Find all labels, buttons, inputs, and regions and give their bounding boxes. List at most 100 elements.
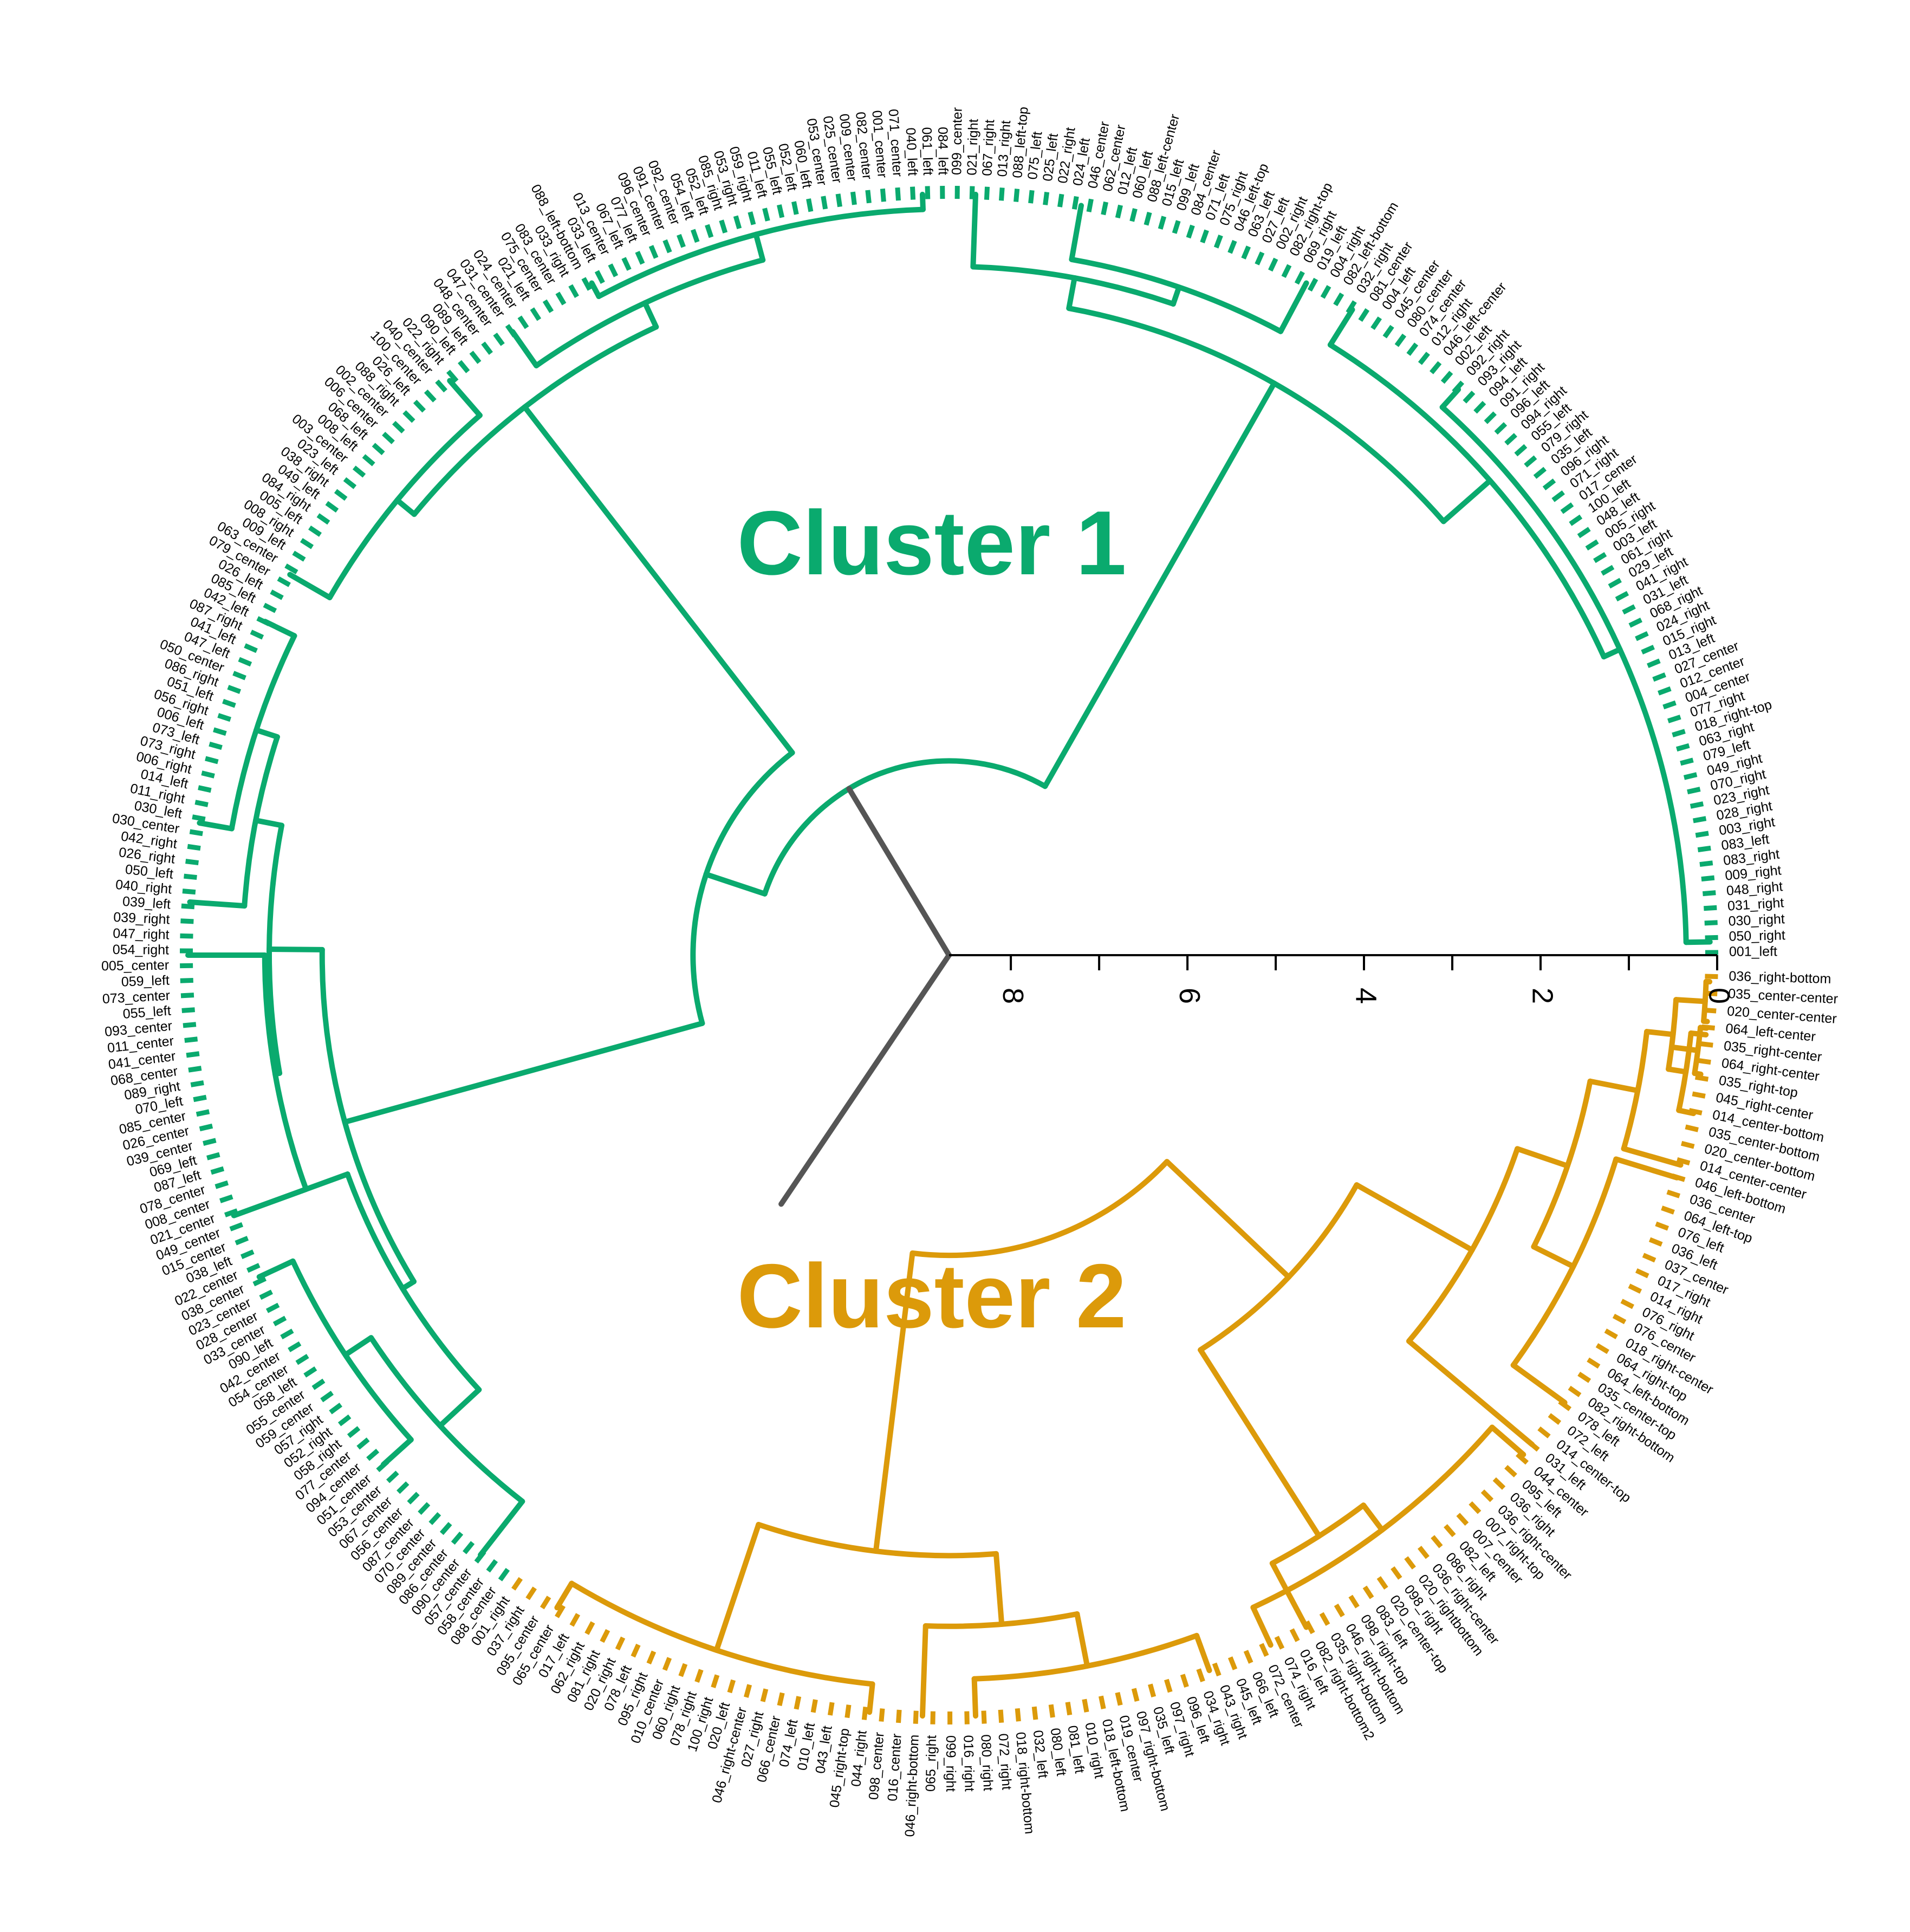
leaf-edge-cluster1 — [252, 1276, 267, 1287]
branch-radial — [1074, 1611, 1090, 1669]
leaf-edge-cluster1 — [1692, 816, 1707, 824]
branch-radial — [253, 818, 285, 828]
leaf-edge-cluster2 — [1048, 1704, 1055, 1718]
leaf-edge-cluster1 — [198, 785, 212, 793]
branch-radial — [1250, 1604, 1274, 1648]
leaf-edge-cluster1 — [362, 454, 375, 466]
branch-radial — [1327, 307, 1355, 348]
leaf-label: 039_right — [113, 910, 170, 928]
leaf-edge-cluster1 — [222, 699, 236, 708]
leaf-edge-cluster2 — [1431, 1535, 1443, 1548]
leaf-edge-cluster1 — [263, 602, 277, 613]
leaf-edge-cluster2 — [1635, 1268, 1649, 1279]
branch-radial — [267, 946, 325, 952]
leaf-edge-cluster1 — [277, 576, 291, 587]
leaf-edge-cluster1 — [201, 770, 215, 779]
leaf-edge-cluster1 — [265, 1302, 280, 1313]
leaf-edge-cluster1 — [662, 239, 672, 254]
branch-radial — [971, 1676, 979, 1719]
branch-radial — [1269, 1560, 1309, 1630]
leaf-label: 031_right — [1727, 895, 1784, 913]
leaf-edge-cluster1 — [428, 1512, 441, 1525]
branch-radial — [1170, 284, 1182, 307]
leaf-edge-cluster2 — [1692, 1091, 1706, 1099]
leaf-edge-cluster1 — [1705, 935, 1718, 941]
leaf-edge-cluster1 — [517, 315, 529, 329]
leaf-edge-cluster2 — [1115, 1691, 1123, 1706]
leaf-edge-cluster1 — [690, 229, 700, 243]
leaf-label: 040_left — [903, 127, 920, 176]
leaf-edge-cluster2 — [1259, 1643, 1269, 1657]
leaf-edge-cluster2 — [1697, 1058, 1711, 1065]
leaf-edge-cluster1 — [181, 903, 195, 910]
leaf-edge-cluster1 — [1647, 658, 1661, 669]
branch-radial — [753, 231, 766, 263]
leaf-edge-cluster1 — [183, 1022, 197, 1028]
leaf-edge-cluster2 — [1548, 1413, 1562, 1425]
leaf-edge-cluster2 — [810, 1699, 818, 1713]
leaf-label: 021_right — [964, 119, 981, 176]
leaf-edge-cluster1 — [648, 245, 659, 259]
branch-radial — [254, 727, 280, 740]
leaf-edge-cluster1 — [199, 1123, 213, 1132]
branch-radial — [1440, 478, 1493, 524]
leaf-edge-cluster2 — [1661, 1205, 1675, 1215]
leaf-edge-cluster1 — [791, 201, 799, 215]
leaf-edge-cluster2 — [744, 1684, 752, 1698]
branch-radial — [231, 1171, 350, 1218]
leaf-edge-cluster2 — [1417, 1546, 1430, 1559]
leaf-edge-cluster1 — [1186, 224, 1195, 239]
leaf-edge-cluster1 — [1320, 285, 1331, 299]
branch-arc — [762, 758, 1048, 897]
branch-radial — [400, 1279, 417, 1292]
branch-radial — [589, 280, 602, 299]
leaf-edge-cluster2 — [1469, 1501, 1482, 1514]
leaf-edge-cluster1 — [1358, 308, 1370, 322]
leaf-edge-cluster2 — [1015, 1708, 1021, 1722]
leaf-edge-cluster2 — [1642, 1253, 1656, 1263]
leaf-edge-cluster1 — [246, 1263, 261, 1273]
leaf-edge-cluster1 — [272, 1315, 287, 1327]
leaf-edge-cluster1 — [1641, 645, 1655, 655]
leaf-label: 099_center — [949, 107, 965, 175]
leaf-edge-cluster1 — [209, 741, 223, 750]
leaf-edge-cluster1 — [205, 756, 219, 764]
leaf-edge-cluster1 — [486, 1559, 498, 1573]
branch-radial — [919, 1623, 928, 1719]
leaf-label: 055_left — [122, 1003, 172, 1022]
branch-radial — [187, 899, 248, 909]
branch-radial — [1692, 1070, 1704, 1077]
leaf-edge-cluster1 — [356, 1437, 370, 1450]
leaf-edge-cluster1 — [1680, 757, 1694, 766]
leaf-edge-cluster2 — [913, 1710, 919, 1724]
leaf-edge-cluster1 — [343, 477, 357, 489]
branch-radial — [846, 786, 952, 958]
leaf-edge-cluster1 — [493, 332, 505, 346]
leaf-edge-cluster1 — [329, 1403, 342, 1415]
leaf-edge-cluster1 — [186, 1051, 200, 1058]
scale-tick-label: 2 — [1526, 988, 1559, 1004]
leaf-edge-cluster2 — [555, 1604, 566, 1618]
leaf-edge-cluster1 — [1255, 251, 1265, 265]
leaf-edge-cluster1 — [1560, 502, 1574, 514]
leaf-edge-cluster1 — [1695, 831, 1709, 838]
leaf-edge-cluster1 — [244, 643, 258, 653]
leaf-edge-cluster1 — [337, 1414, 352, 1427]
leaf-edge-cluster1 — [677, 234, 686, 248]
leaf-edges — [179, 186, 1719, 1725]
leaf-edge-cluster1 — [308, 526, 322, 537]
leaf-edge-cluster2 — [662, 1657, 672, 1671]
branch-radial — [642, 300, 659, 330]
leaf-edge-cluster2 — [1537, 1426, 1551, 1438]
leaf-edge-cluster2 — [1688, 1108, 1703, 1116]
leaf-edge-cluster2 — [631, 1643, 641, 1658]
leaf-edge-cluster2 — [861, 1706, 868, 1720]
branch-radial — [1042, 380, 1277, 789]
leaf-edge-cluster1 — [1484, 411, 1497, 424]
leaf-edge-cluster2 — [1699, 1041, 1713, 1048]
leaf-edge-cluster2 — [1703, 1007, 1717, 1014]
leaf-edge-cluster1 — [705, 224, 714, 238]
leaf-edge-cluster2 — [1681, 1140, 1695, 1149]
leaf-edge-cluster1 — [469, 351, 482, 364]
leaf-edge-cluster2 — [777, 1692, 785, 1707]
